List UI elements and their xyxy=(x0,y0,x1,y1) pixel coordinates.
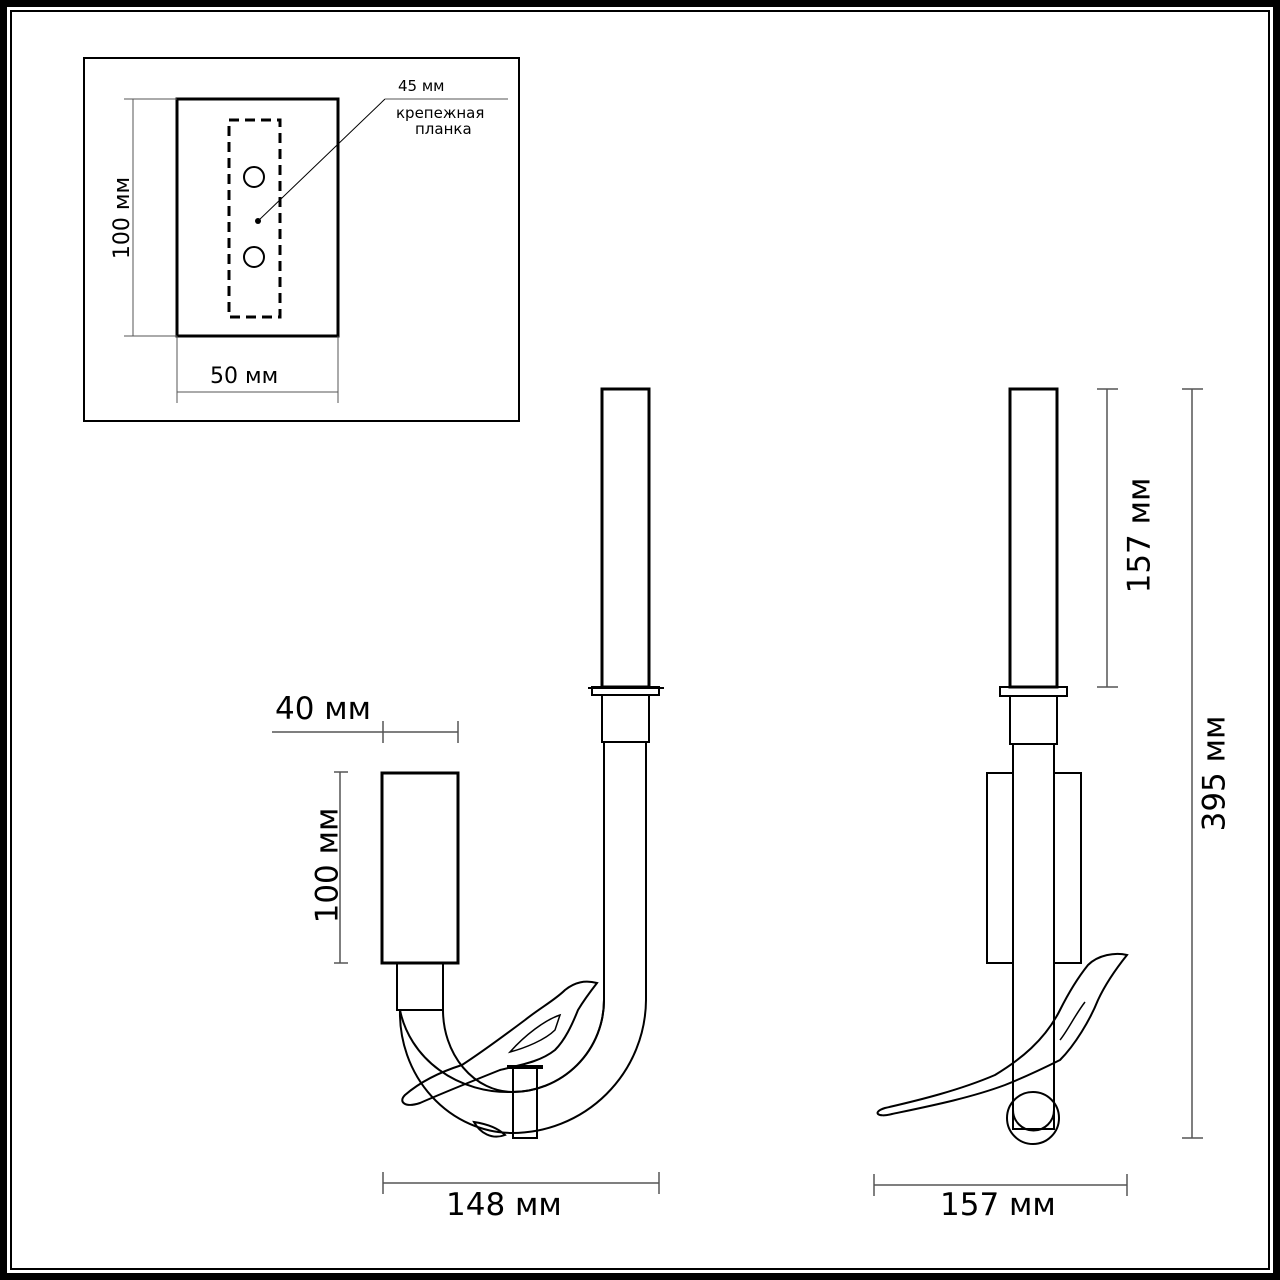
front-view-dimensions xyxy=(873,388,1203,1196)
front-view xyxy=(876,387,1129,1145)
base-width-label: 40 мм xyxy=(275,691,372,727)
base-height-label: 100 мм xyxy=(309,807,346,924)
shade-tube xyxy=(600,387,651,689)
side-overall-width-label: 148 мм xyxy=(446,1187,562,1223)
plate-width-label: 45 мм xyxy=(398,77,445,95)
mounting-hole-top xyxy=(243,166,265,188)
side-view-dimensions xyxy=(272,721,660,1194)
plate-caption-line1: крепежная xyxy=(396,104,485,122)
overall-height-label: 395 мм xyxy=(1196,715,1233,832)
inset-height-label: 100 мм xyxy=(110,176,135,260)
inset-width-label: 50 мм xyxy=(210,364,279,389)
mounting-hole-bottom xyxy=(243,246,265,268)
inner-frame xyxy=(10,10,1270,1270)
front-overall-width-label: 157 мм xyxy=(940,1187,1056,1223)
mounting-inset xyxy=(83,57,520,422)
bird-outline-front xyxy=(876,952,1129,1117)
plate-caption-line2: планка xyxy=(415,120,472,138)
side-view xyxy=(380,387,664,1139)
shade-tube-front xyxy=(1008,387,1059,689)
mounting-bar-outline xyxy=(227,118,282,319)
base-plate-outline xyxy=(175,97,340,338)
shade-height-label: 157 мм xyxy=(1121,477,1158,594)
base-block xyxy=(380,771,460,965)
bird-outline xyxy=(401,980,599,1106)
